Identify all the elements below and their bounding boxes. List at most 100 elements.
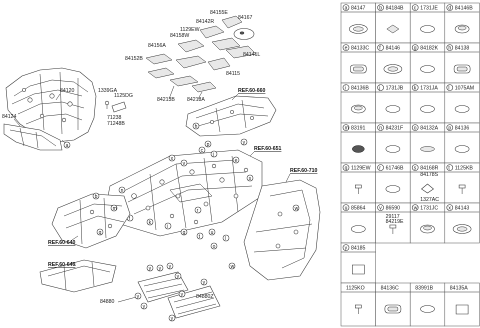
part-1339ga: 1339GA bbox=[98, 88, 118, 94]
legend-letter: f bbox=[379, 45, 381, 51]
part-1327ac: 1327AC bbox=[420, 197, 439, 203]
part-84155e: 84155E bbox=[210, 10, 228, 16]
legend-code: 1129EW bbox=[351, 166, 371, 172]
legend-code: 84146B bbox=[455, 6, 473, 12]
svg-text:e: e bbox=[235, 158, 238, 164]
legend-code: 84184B bbox=[386, 6, 404, 12]
legend-cell-d bbox=[444, 2, 480, 44]
legend-cell-extra-3 bbox=[444, 282, 480, 327]
legend-letter-circle bbox=[446, 204, 454, 211]
svg-text:c: c bbox=[201, 148, 204, 154]
legend-code: 61746B bbox=[386, 166, 404, 172]
part-84156a: 84156A bbox=[148, 43, 166, 49]
legend-code-v2: 84219E bbox=[386, 219, 404, 225]
legend-letter-circle bbox=[342, 84, 350, 91]
svg-text:g: g bbox=[183, 230, 186, 236]
svg-text:y: y bbox=[149, 266, 152, 272]
legend-letter-circle bbox=[446, 164, 454, 171]
part-84152b: 84152B bbox=[125, 56, 143, 62]
legend-letter-circle bbox=[446, 4, 454, 11]
legend-cell-c bbox=[409, 2, 446, 44]
svg-text:n: n bbox=[121, 188, 124, 194]
legend-code: 83191 bbox=[351, 126, 366, 132]
svg-text:j: j bbox=[212, 152, 214, 158]
svg-text:y: y bbox=[169, 264, 172, 270]
ref-60-640-lower[interactable]: REF.60-640 bbox=[48, 262, 76, 268]
legend-letter: w bbox=[414, 205, 418, 211]
legend-letter-circle bbox=[377, 84, 384, 91]
legend-code: 1731JB bbox=[386, 86, 404, 92]
ref-60-660[interactable]: REF.60-660 bbox=[238, 88, 266, 94]
legend-cell-t bbox=[444, 162, 480, 204]
ref-60-651[interactable]: REF.60-651 bbox=[254, 146, 282, 152]
legend-letter: l bbox=[448, 85, 449, 91]
svg-text:i: i bbox=[167, 224, 168, 230]
part-84124: 84124 bbox=[2, 114, 17, 120]
legend-code: 84136B bbox=[351, 86, 369, 92]
legend-letter: q bbox=[345, 165, 348, 171]
svg-text:k: k bbox=[149, 220, 152, 226]
legend-cell-extra-0 bbox=[340, 282, 376, 327]
svg-text:b: b bbox=[95, 194, 98, 200]
legend-letter-circle bbox=[411, 204, 419, 211]
svg-text:q: q bbox=[99, 230, 102, 236]
callout-a-label: a bbox=[66, 143, 69, 149]
svg-text:m: m bbox=[113, 206, 117, 212]
under-callouts: y y y y y y y y y bbox=[134, 262, 208, 322]
legend-code: 84147 bbox=[351, 6, 366, 12]
legend-code: 84138 bbox=[455, 46, 470, 52]
legend-cell-l bbox=[444, 82, 480, 124]
legend-letter-circle bbox=[342, 204, 350, 211]
legend-letter-circle bbox=[446, 84, 454, 91]
part-84218a: 84218A bbox=[187, 97, 205, 103]
legend-cell-r bbox=[375, 162, 411, 204]
ref-60-710[interactable]: REF.60-710 bbox=[290, 168, 318, 174]
legend-letter-circle bbox=[411, 4, 419, 11]
svg-text:h: h bbox=[195, 124, 198, 130]
part-84115: 84115 bbox=[226, 71, 240, 77]
legend-cell-extra-1 bbox=[375, 282, 411, 327]
legend-letter: u bbox=[345, 205, 348, 211]
legend-cell-h bbox=[444, 42, 480, 84]
legend-code-extra: 83991B bbox=[415, 286, 433, 292]
legend-letter: c bbox=[414, 5, 417, 11]
svg-text:p: p bbox=[207, 142, 210, 148]
svg-text:v: v bbox=[183, 161, 186, 167]
legend-cell-k bbox=[409, 82, 446, 124]
legend-letter: i bbox=[345, 85, 346, 91]
ref-60-640-upper[interactable]: REF.60-640 bbox=[48, 240, 76, 246]
svg-text:u: u bbox=[211, 230, 214, 236]
part-84880: 84880 bbox=[100, 299, 115, 305]
legend-letter-circle bbox=[446, 124, 454, 131]
legend-code: 84143 bbox=[455, 206, 470, 212]
legend-code: 1731JE bbox=[420, 6, 438, 12]
svg-text:y: y bbox=[177, 274, 180, 280]
legend-cell-s bbox=[409, 162, 446, 204]
legend-letter: n bbox=[379, 125, 382, 131]
legend-cell-j bbox=[375, 82, 411, 124]
svg-text:y: y bbox=[159, 266, 162, 272]
legend-code: 85864 bbox=[351, 206, 366, 212]
part-84141l: 84141L bbox=[243, 52, 260, 58]
legend-letter-circle bbox=[411, 164, 419, 171]
svg-text:y: y bbox=[181, 292, 184, 298]
legend-letter: p bbox=[448, 125, 451, 131]
svg-text:o: o bbox=[213, 244, 216, 250]
legend-code: 84136 bbox=[455, 126, 470, 132]
legend-code: 84133C bbox=[351, 46, 369, 52]
legend-cell-w bbox=[409, 202, 446, 244]
legend-letter: d bbox=[448, 5, 451, 11]
part-71248b: 71248B bbox=[107, 121, 125, 127]
legend-code-extra: 1125KO bbox=[346, 286, 365, 292]
legend-letter-circle bbox=[446, 44, 454, 51]
part-84120: 84120 bbox=[60, 88, 75, 94]
legend-cell-n bbox=[375, 122, 411, 164]
legend-letter: e bbox=[345, 45, 348, 51]
svg-text:y: y bbox=[137, 294, 140, 300]
bracket-group: 1339GA 1125DG 71238 71248B bbox=[98, 88, 133, 127]
legend-letter: h bbox=[448, 45, 451, 51]
legend-letter: k bbox=[414, 85, 417, 91]
legend-code-extra: 84136C bbox=[381, 286, 399, 292]
legend-code-extra: 84135A bbox=[450, 286, 468, 292]
